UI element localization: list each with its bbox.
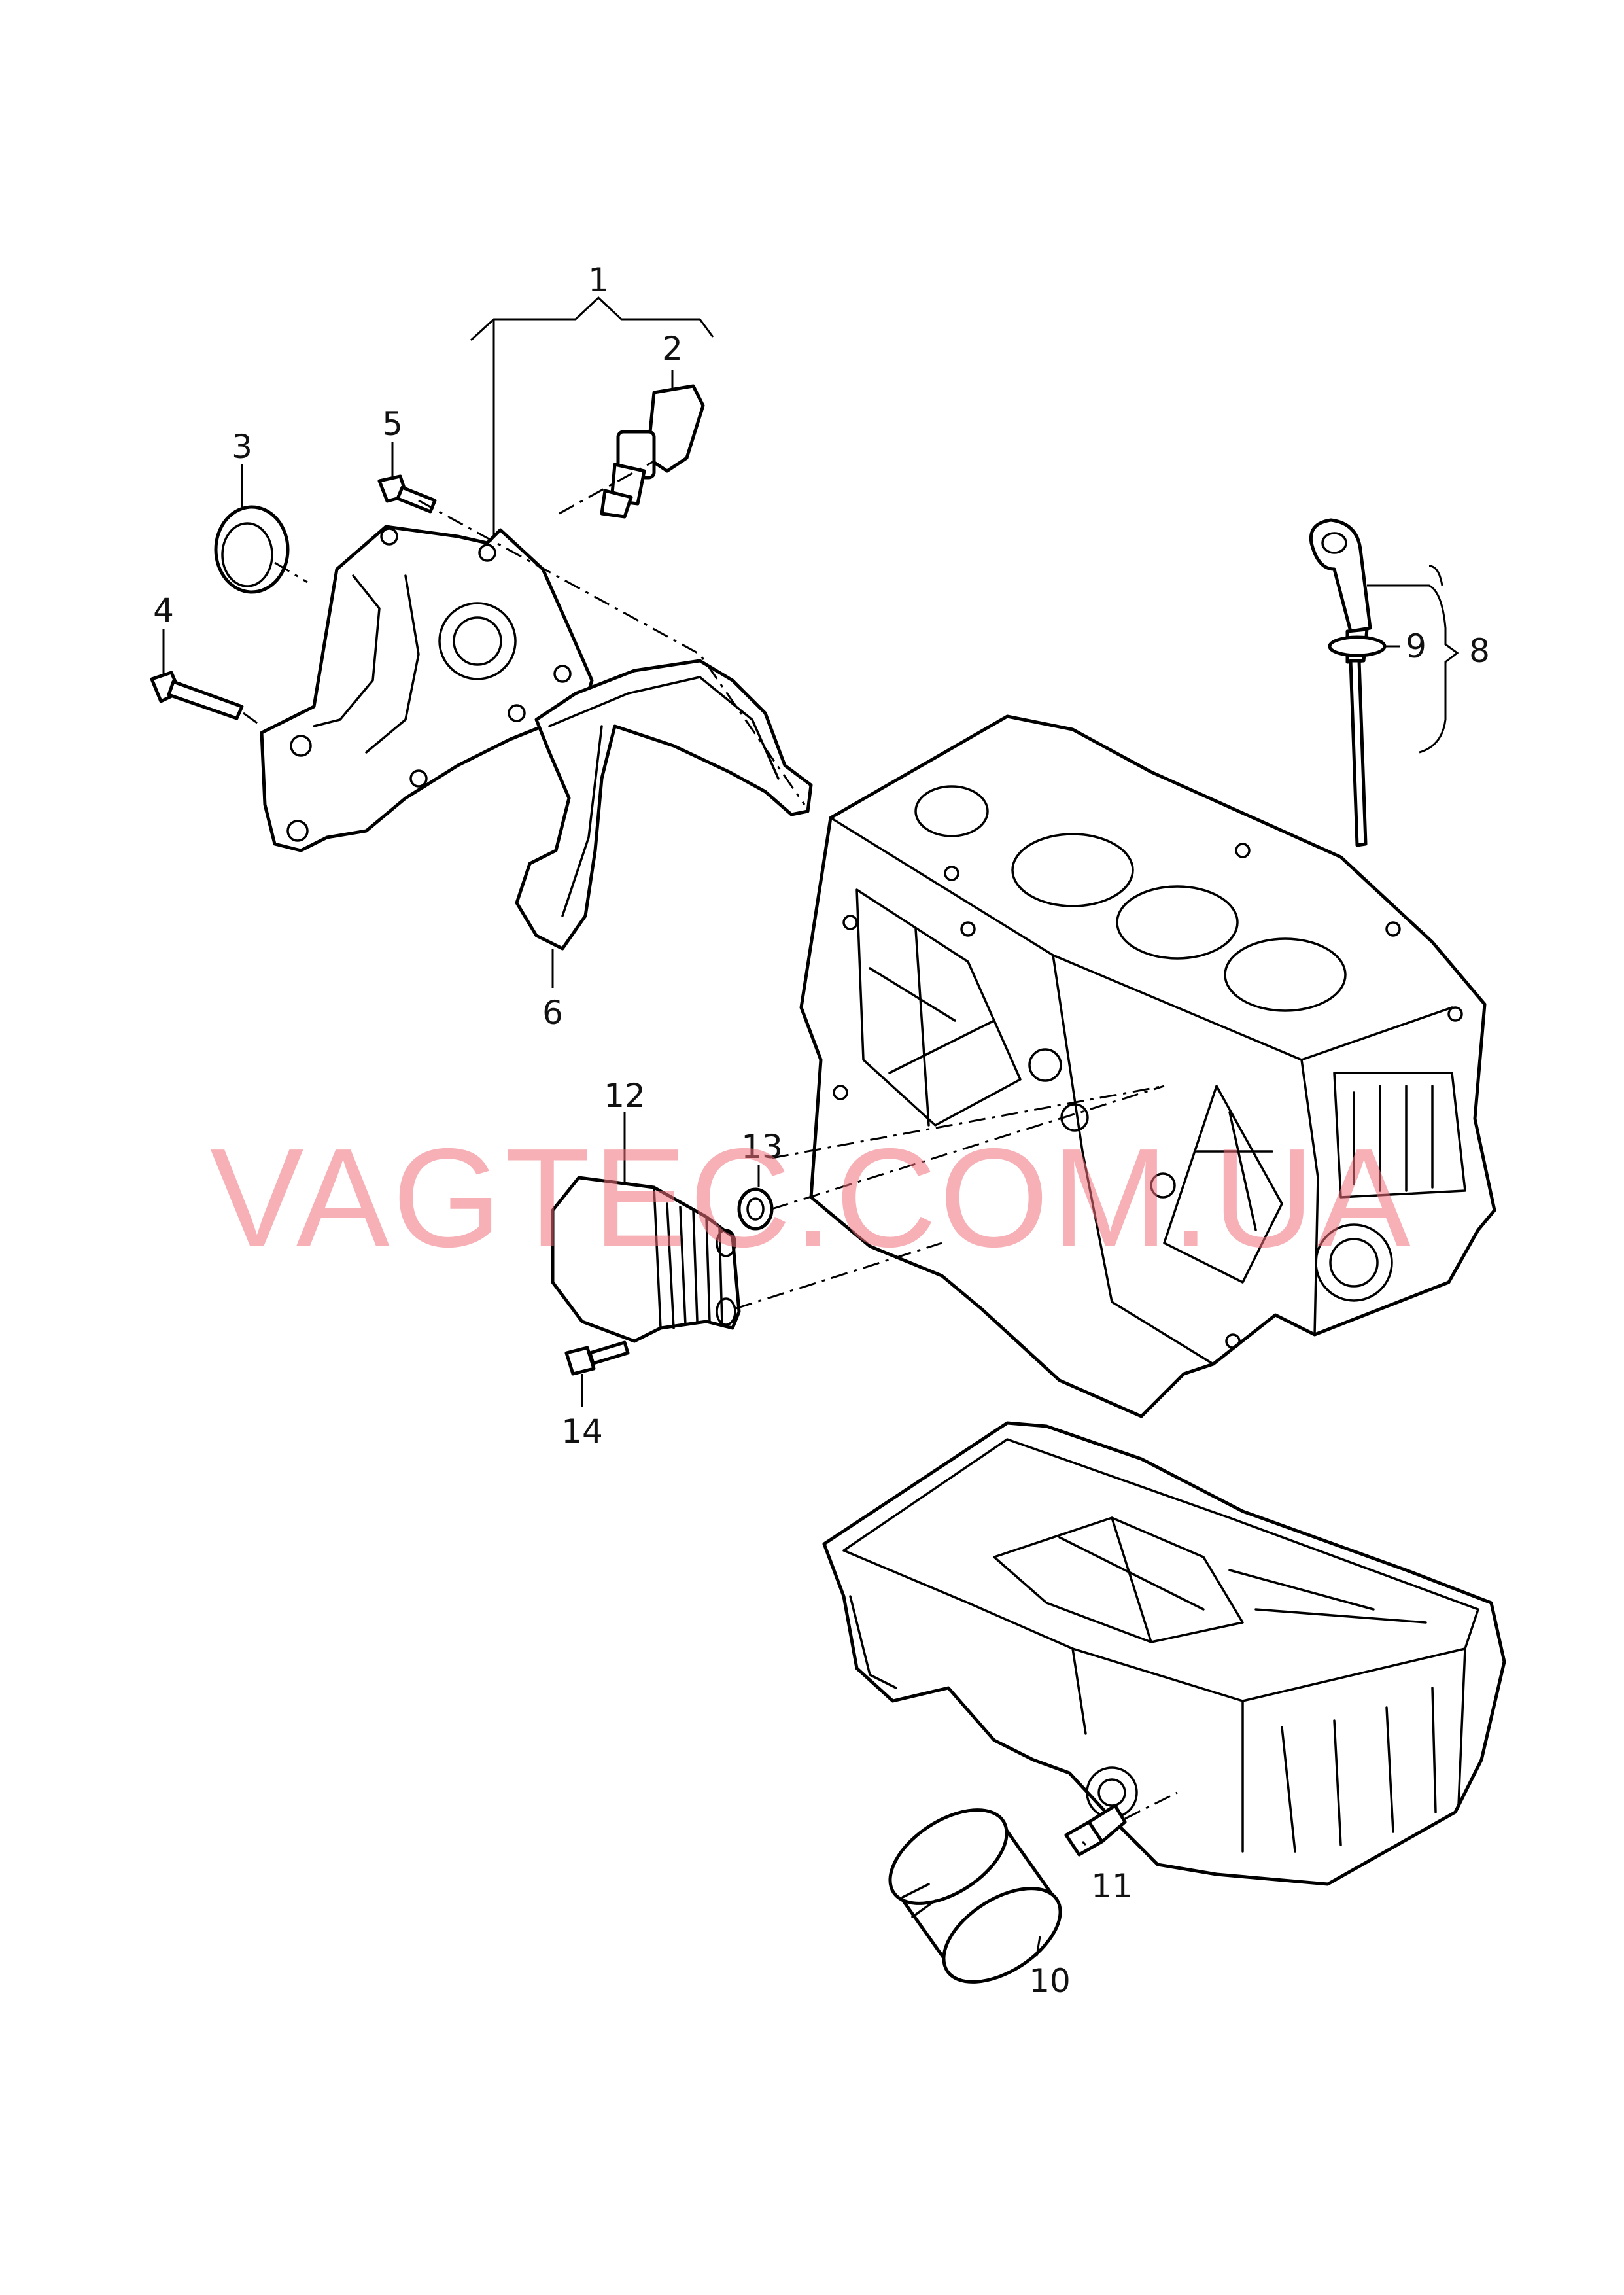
callout-13: 13 [741,1128,783,1166]
callouts: 1 2 3 4 5 6 8 9 10 11 12 13 14 [153,261,1490,2000]
callout-12: 12 [604,1077,646,1115]
oil-filter-icon [888,1808,1062,1984]
watermark: VAGTEC.COM.UA [210,1119,1413,1276]
bolt-icon [377,474,437,514]
callout-1: 1 [588,261,609,299]
assembly-lines [243,460,1178,1820]
callout-5: 5 [382,405,403,443]
engine-block-icon [799,714,1496,1418]
shaft-seal-icon [214,505,290,594]
dipstick-assembly-icon [1309,518,1372,847]
threaded-stud-icon [1064,1804,1127,1857]
oil-pan-icon [822,1421,1506,1886]
callout-10: 10 [1029,1962,1071,2000]
bolt-icon [150,671,244,720]
front-cover-assembly-icon [260,525,594,852]
callout-6: 6 [542,994,563,1032]
oil-pressure-sender-icon [600,384,705,519]
callout-4: 4 [153,591,174,629]
oil-cooler-icon [551,1176,741,1343]
callout-3: 3 [232,428,252,466]
o-ring-icon [1328,635,1387,657]
callout-2: 2 [662,330,683,368]
leader-lines [162,296,1459,1957]
gasket-icon [515,659,813,951]
callout-11: 11 [1091,1867,1133,1905]
bolt-icon [564,1340,630,1376]
callout-14: 14 [561,1412,603,1450]
callout-9: 9 [1406,627,1426,665]
callout-8: 8 [1469,632,1490,670]
